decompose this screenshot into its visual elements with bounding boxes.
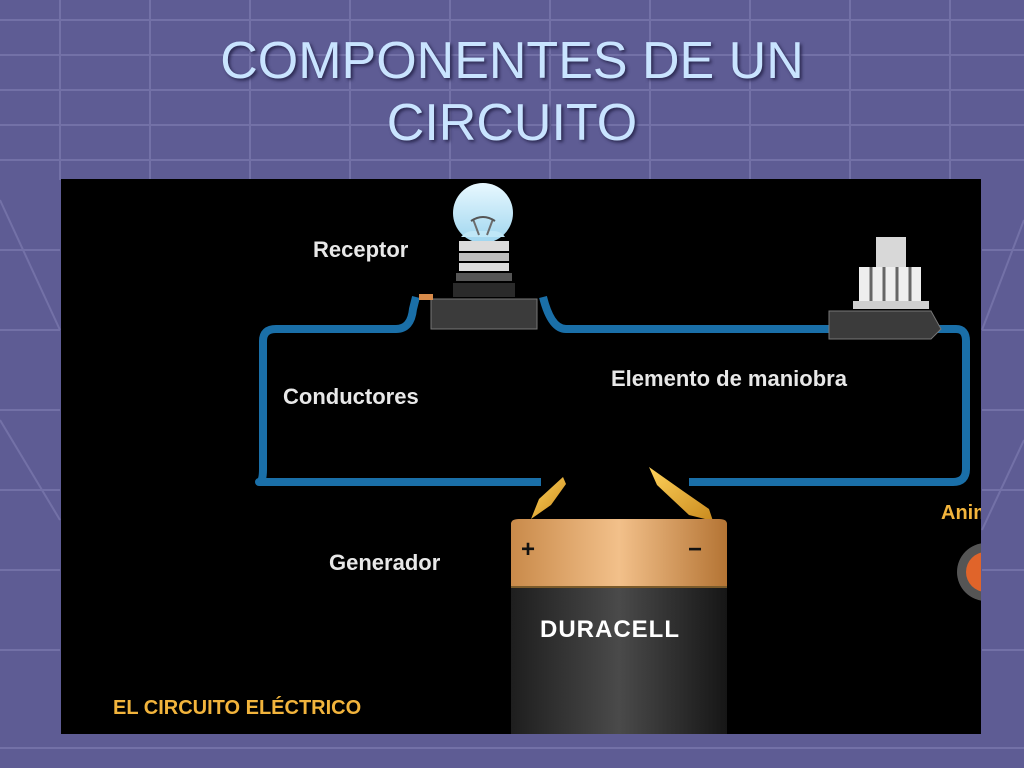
circuit-diagram-panel: Receptor Conductores Elemento de maniobr… xyxy=(61,179,981,734)
battery-icon xyxy=(511,519,727,734)
battery-clip-left xyxy=(531,477,566,519)
anim-button-label[interactable]: Anim xyxy=(941,502,981,524)
label-elemento-maniobra: Elemento de maniobra xyxy=(611,366,847,391)
receptor-bulb-icon xyxy=(419,183,538,330)
switch-icon xyxy=(828,237,942,340)
battery-minus-sign: − xyxy=(688,536,703,563)
label-conductores: Conductores xyxy=(283,384,419,409)
circuit-diagram xyxy=(255,183,970,734)
battery-plus-sign: + xyxy=(521,536,536,563)
battery-clip-right xyxy=(649,467,713,521)
footer-title: EL CIRCUITO ELÉCTRICO xyxy=(113,697,362,719)
label-receptor: Receptor xyxy=(313,237,409,262)
battery-brand: DURACELL xyxy=(540,616,680,643)
label-generador: Generador xyxy=(329,550,441,575)
slide-title-line-2: CIRCUITO xyxy=(386,94,638,152)
slide-title: COMPONENTES DE UN CIRCUITO xyxy=(0,30,1024,154)
slide-title-line-1: COMPONENTES DE UN xyxy=(220,32,804,90)
anim-button-icon[interactable] xyxy=(956,541,981,603)
conductor-wire xyxy=(255,295,970,486)
